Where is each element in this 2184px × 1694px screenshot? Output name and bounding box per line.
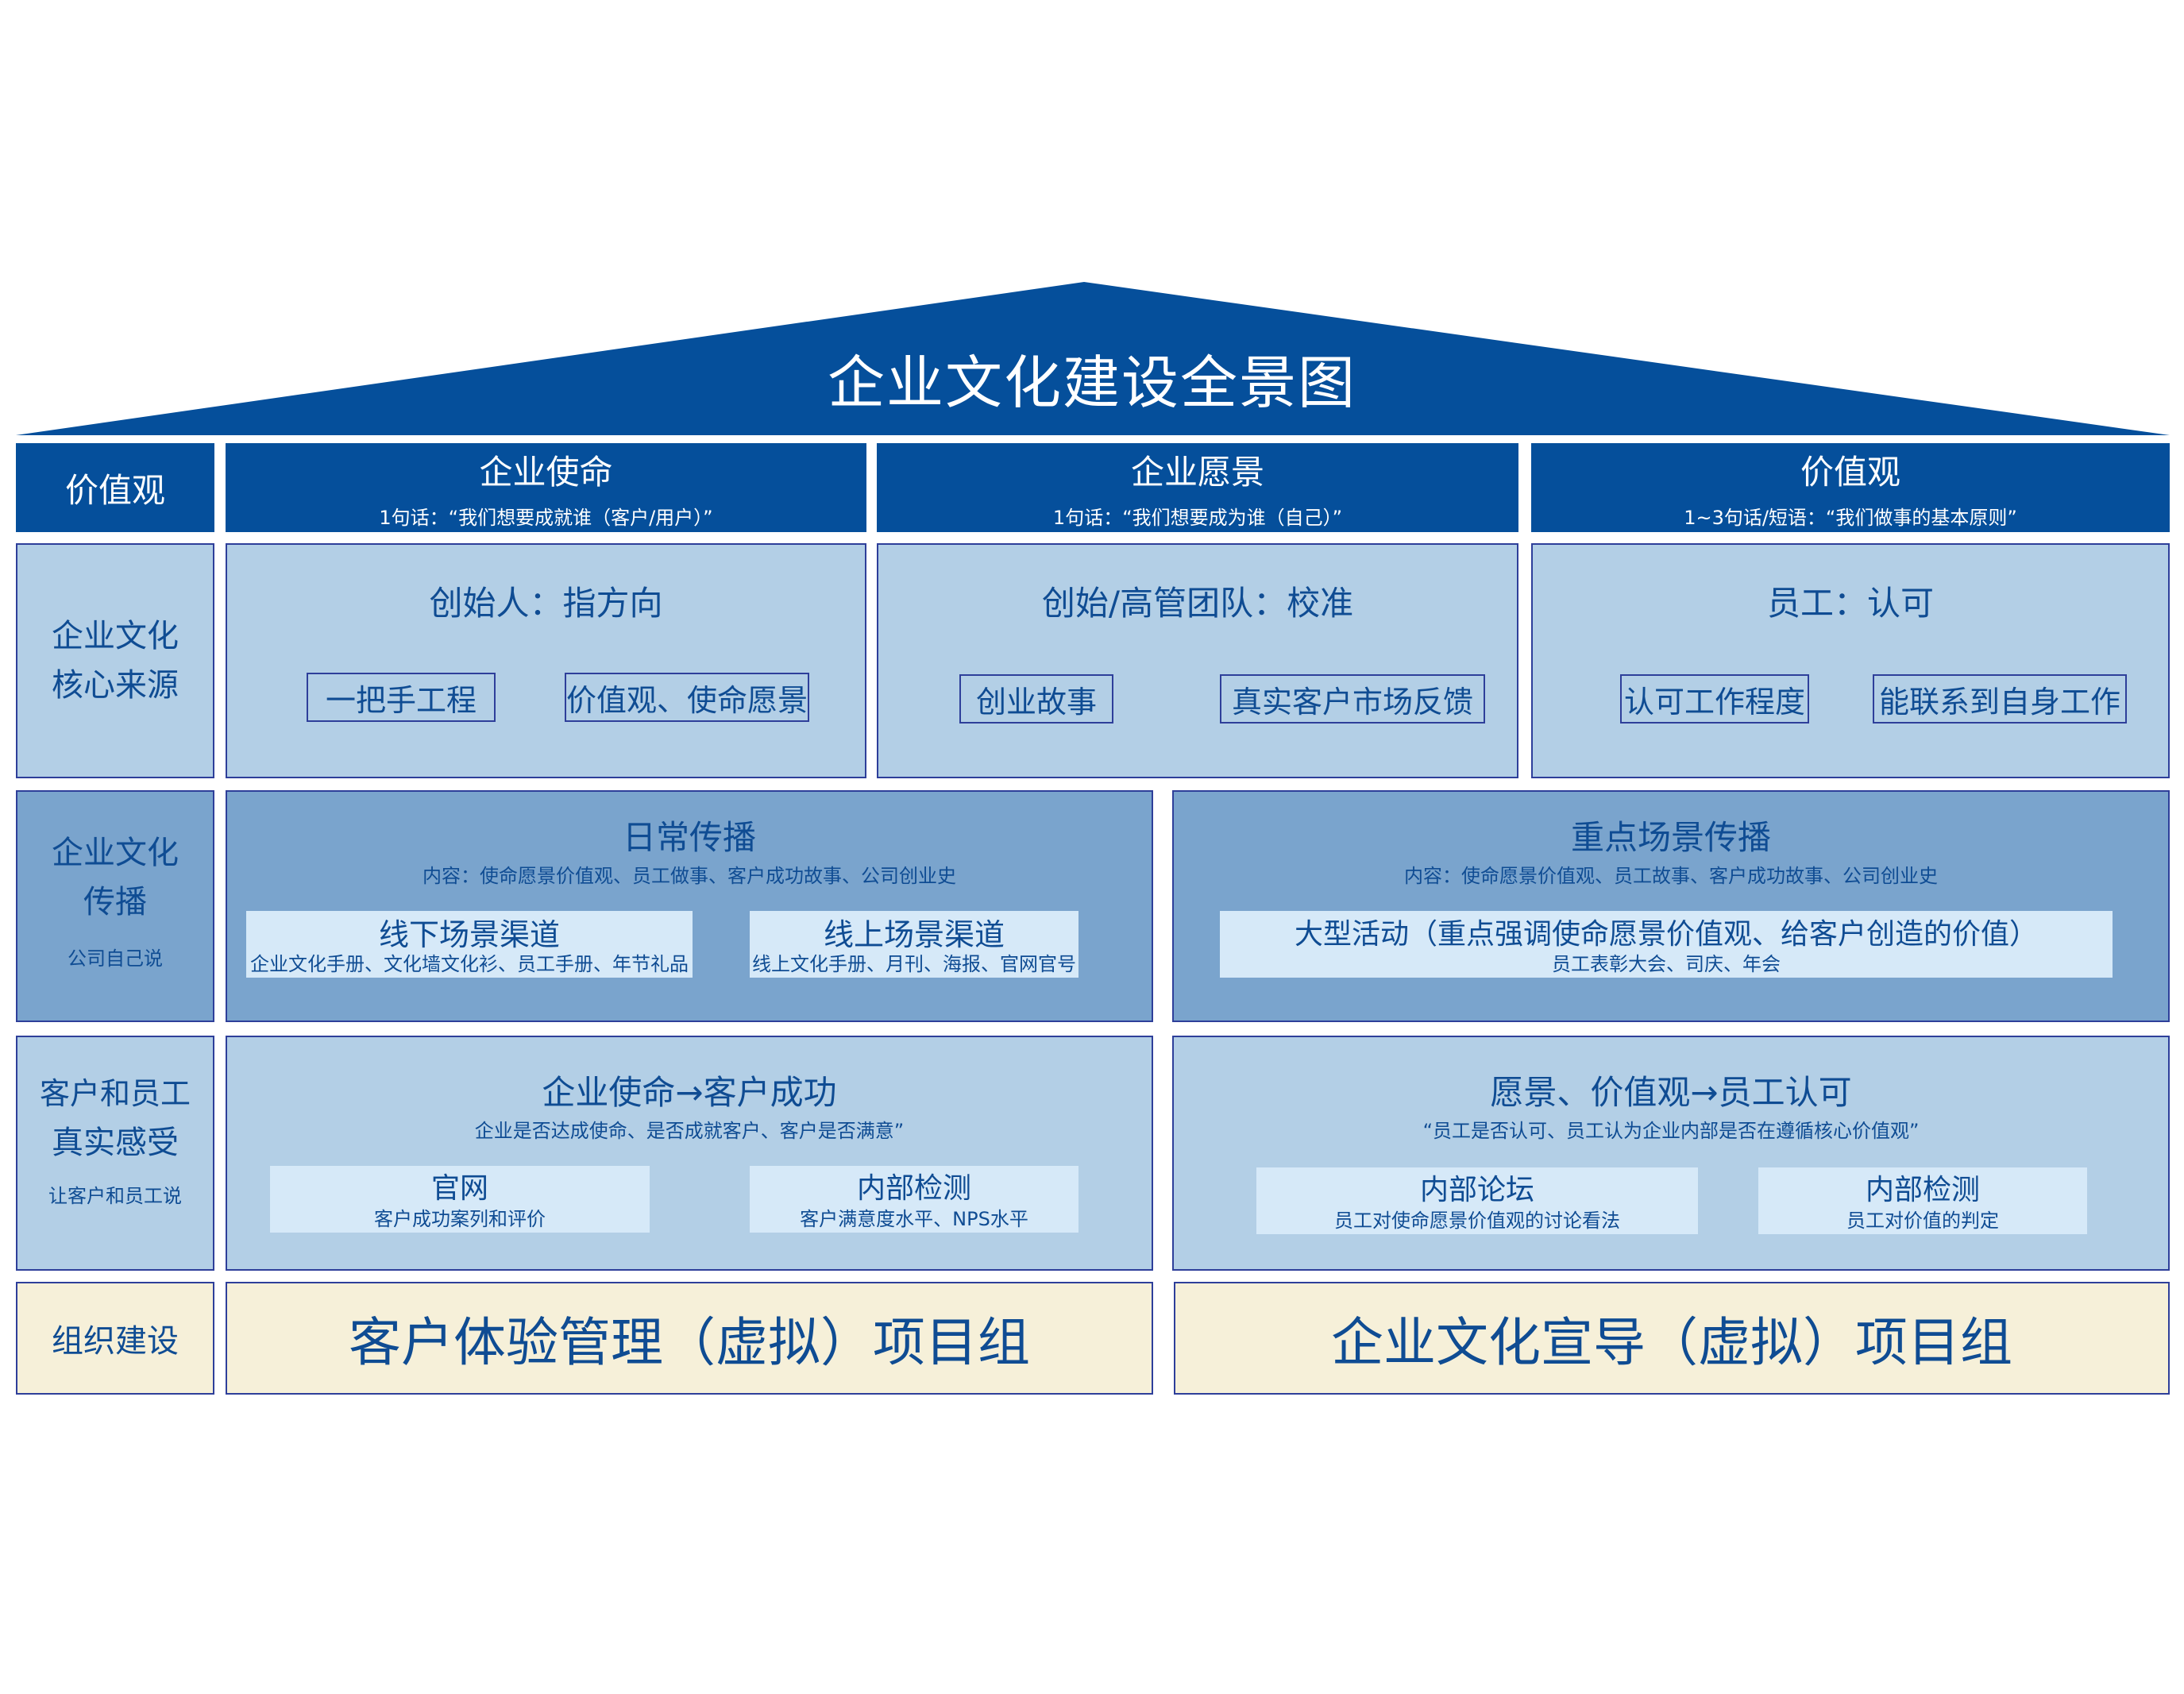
- cell-customer-success-sub: 企业是否达成使命、是否成就客户、客户是否满意”: [474, 1119, 905, 1142]
- channel-sub: 员工对使命愿景价值观的讨论看法: [1334, 1209, 1620, 1232]
- cell-employees: 员工：认可 认可工作程度 能联系到自身工作: [1531, 543, 2170, 778]
- cell-cx-project-group-title: 客户体验管理（虚拟）项目组: [349, 1312, 1030, 1373]
- cell-values: 价值观 1~3句话/短语：“我们做事的基本原则”: [1531, 443, 2170, 532]
- tag-box: 认可工作程度: [1620, 674, 1809, 724]
- tag-box: 能联系到自身工作: [1873, 674, 2127, 724]
- cell-mission-sub: 1句话：“我们想要成就谁（客户/用户）”: [379, 507, 713, 529]
- roof-shape: [16, 282, 2170, 435]
- row-label-values: 价值观: [16, 443, 214, 532]
- tag-text: 真实客户市场反馈: [1231, 684, 1473, 720]
- cell-executive-team-title: 创始/高管团队：校准: [1041, 583, 1354, 623]
- cell-mission: 企业使命 1句话：“我们想要成就谁（客户/用户）”: [226, 443, 866, 532]
- tag-box: 价值观、使命愿景: [565, 673, 809, 722]
- tag-box: 一把手工程: [307, 673, 496, 722]
- cell-values-sub: 1~3句话/短语：“我们做事的基本原则”: [1684, 507, 2017, 529]
- cell-customer-success: 企业使命→客户成功 企业是否达成使命、是否成就客户、客户是否满意” 官网 客户成…: [226, 1036, 1153, 1271]
- cell-founder: 创始人：指方向 一把手工程 价值观、使命愿景: [226, 543, 866, 778]
- row-label-spread-line2: 传播: [83, 884, 147, 920]
- row-label-spread-line1: 企业文化: [52, 835, 179, 871]
- cell-vision-sub: 1句话：“我们想要成为谁（自己）”: [1052, 507, 1343, 529]
- channel-sub: 客户满意度水平、NPS水平: [800, 1207, 1028, 1230]
- cell-culture-project-group-title: 企业文化宣导（虚拟）项目组: [1331, 1312, 2012, 1373]
- channel-sub: 线上文化手册、月刊、海报、官网官号: [752, 952, 1076, 975]
- cell-culture-project-group: 企业文化宣导（虚拟）项目组: [1174, 1282, 2170, 1395]
- cell-employees-title: 员工：认可: [1766, 583, 1934, 623]
- cell-employee-recognition-title: 愿景、价值观→员工认可: [1490, 1072, 1852, 1112]
- channel-sub: 员工表彰大会、司庆、年会: [1552, 952, 1781, 975]
- cell-values-title: 价值观: [1800, 453, 1900, 492]
- channel-box-offline: 线下场景渠道 企业文化手册、文化墙文化衫、员工手册、年节礼品: [246, 911, 693, 978]
- tag-box: 创业故事: [959, 674, 1113, 724]
- row-label-feel-note: 让客户和员工说: [48, 1184, 182, 1207]
- cell-employee-recognition-sub: “员工是否认可、员工认为企业内部是否在遵循核心价值观”: [1422, 1119, 1920, 1142]
- channel-box-online: 线上场景渠道 线上文化手册、月刊、海报、官网官号: [750, 911, 1078, 978]
- tag-text: 价值观、使命愿景: [566, 682, 808, 718]
- cell-daily-spread-title: 日常传播: [622, 817, 756, 857]
- cell-vision-title: 企业愿景: [1130, 453, 1264, 492]
- channel-box-internal-check: 内部检测 员工对价值的判定: [1758, 1167, 2087, 1234]
- cell-executive-team: 创始/高管团队：校准 创业故事 真实客户市场反馈: [877, 543, 1518, 778]
- channel-title: 大型活动（重点强调使命愿景价值观、给客户创造的价值）: [1294, 918, 2038, 951]
- channel-box-internal-check: 内部检测 客户满意度水平、NPS水平: [750, 1166, 1078, 1233]
- cell-key-spread-title: 重点场景传播: [1570, 817, 1771, 857]
- row-label-values-text: 价值观: [64, 470, 165, 510]
- channel-sub: 企业文化手册、文化墙文化衫、员工手册、年节礼品: [250, 952, 689, 975]
- channel-title: 内部检测: [856, 1172, 971, 1205]
- cell-mission-title: 企业使命: [479, 453, 613, 492]
- channel-title: 线下场景渠道: [378, 916, 560, 952]
- row-label-spread: 企业文化 传播 公司自己说: [16, 790, 214, 1022]
- channel-title: 内部论坛: [1419, 1174, 1534, 1206]
- cell-key-spread: 重点场景传播 内容：使命愿景价值观、员工故事、客户成功故事、公司创业史 大型活动…: [1172, 790, 2170, 1022]
- channel-title: 线上场景渠道: [823, 916, 1005, 952]
- cell-customer-success-title: 企业使命→客户成功: [542, 1072, 837, 1112]
- tag-text: 一把手工程: [325, 682, 477, 718]
- cell-key-spread-sub: 内容：使命愿景价值观、员工故事、客户成功故事、公司创业史: [1404, 864, 1938, 887]
- cell-founder-title: 创始人：指方向: [429, 583, 663, 623]
- row-label-org-text: 组织建设: [52, 1323, 179, 1360]
- row-label-sources: 企业文化 核心来源: [16, 543, 214, 778]
- cell-employee-recognition: 愿景、价值观→员工认可 “员工是否认可、员工认为企业内部是否在遵循核心价值观” …: [1172, 1036, 2170, 1271]
- tag-text: 创业故事: [975, 684, 1097, 720]
- tag-text: 能联系到自身工作: [1878, 684, 2120, 720]
- cell-vision: 企业愿景 1句话：“我们想要成为谁（自己）”: [877, 443, 1518, 532]
- row-label-feel-line1: 客户和员工: [39, 1075, 191, 1111]
- channel-box-events: 大型活动（重点强调使命愿景价值观、给客户创造的价值） 员工表彰大会、司庆、年会: [1220, 911, 2113, 978]
- row-label-spread-note: 公司自己说: [68, 947, 163, 970]
- row-label-sources-line1: 企业文化: [52, 618, 179, 654]
- row-label-feel-line2: 真实感受: [52, 1125, 179, 1161]
- channel-title: 官网: [430, 1172, 488, 1205]
- page-title: 企业文化建设全景图: [827, 349, 1356, 416]
- cell-daily-spread-sub: 内容：使命愿景价值观、员工做事、客户成功故事、公司创业史: [423, 864, 956, 887]
- channel-box-website: 官网 客户成功案列和评价: [270, 1166, 650, 1233]
- row-label-org: 组织建设: [16, 1282, 214, 1395]
- row-label-feel: 客户和员工 真实感受 让客户和员工说: [16, 1036, 214, 1271]
- tag-box: 真实客户市场反馈: [1220, 674, 1485, 724]
- channel-sub: 员工对价值的判定: [1846, 1209, 1999, 1232]
- cell-daily-spread: 日常传播 内容：使命愿景价值观、员工做事、客户成功故事、公司创业史 线下场景渠道…: [226, 790, 1153, 1022]
- tag-text: 认可工作程度: [1623, 684, 1805, 720]
- channel-box-forum: 内部论坛 员工对使命愿景价值观的讨论看法: [1256, 1167, 1698, 1234]
- row-label-sources-line2: 核心来源: [52, 667, 179, 704]
- channel-title: 内部检测: [1865, 1174, 1980, 1206]
- channel-sub: 客户成功案列和评价: [374, 1207, 546, 1230]
- cell-cx-project-group: 客户体验管理（虚拟）项目组: [226, 1282, 1153, 1395]
